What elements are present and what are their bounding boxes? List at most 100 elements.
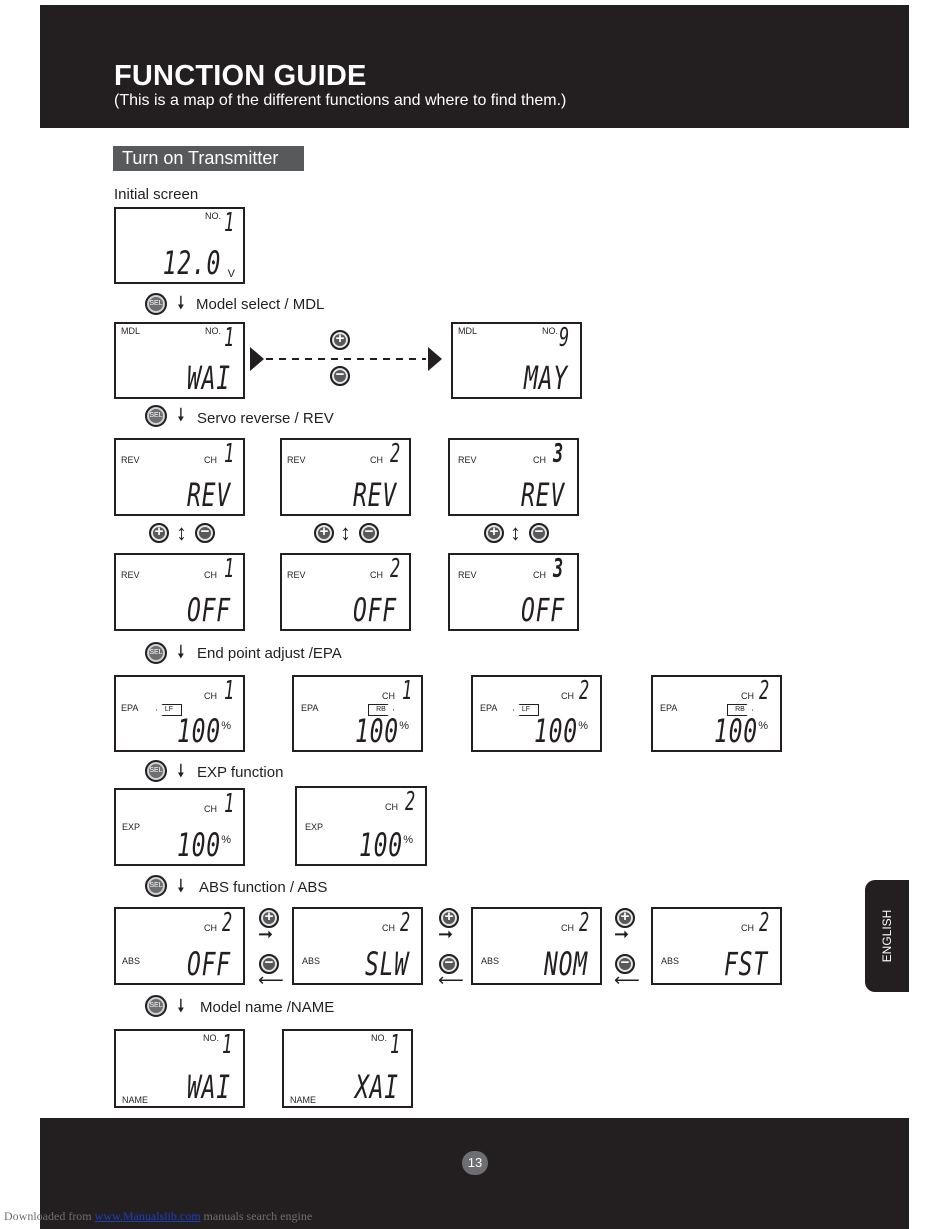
lcd-mdl-9: MDL NO. 9 MAY xyxy=(451,322,582,399)
model-name: XAI xyxy=(355,1068,399,1106)
ch-label: CH xyxy=(561,923,574,933)
rev-label: REV xyxy=(121,570,140,580)
exp-label: EXP xyxy=(305,822,324,832)
rev-value: OFF xyxy=(521,591,565,629)
lcd-abs-fst: ABS CH 2 FST xyxy=(651,907,782,985)
mdl-label: MDL xyxy=(121,326,141,336)
lcd-rev-ch1: REV CH 1 REV xyxy=(114,438,245,516)
initial-screen-label: Initial screen xyxy=(114,186,199,203)
header-bar xyxy=(40,5,909,128)
model-number: 1 xyxy=(224,323,235,353)
ch-label: CH xyxy=(385,802,398,812)
plus-button-icon: + xyxy=(259,908,279,928)
channel-number: 2 xyxy=(759,676,770,706)
plus-button-icon: + xyxy=(615,908,635,928)
right-arrow-icon: ➞ xyxy=(614,924,630,944)
exp-value: 100 xyxy=(177,826,221,864)
no-label: NO. xyxy=(542,326,559,336)
abs-value: FST xyxy=(724,945,768,983)
voltage-value: 12.0 xyxy=(162,244,221,282)
channel-number: 1 xyxy=(402,676,413,706)
ch-label: CH xyxy=(741,691,754,701)
plus-button-icon: + xyxy=(484,523,504,543)
percent-unit: % xyxy=(399,720,409,732)
download-link[interactable]: www.Manualslib.com xyxy=(94,1209,201,1223)
plus-button-icon: + xyxy=(439,908,459,928)
lcd-name-2: NAME NO. 1 XAI xyxy=(282,1029,413,1108)
rev-value: OFF xyxy=(187,591,231,629)
rev-value: REV xyxy=(521,476,565,514)
channel-number: 2 xyxy=(390,439,401,469)
rev-label: REV xyxy=(287,570,306,580)
up-down-arrow-icon: ↕ xyxy=(340,520,351,545)
up-down-arrow-icon: ↕ xyxy=(176,520,187,545)
down-arrow-icon: 🠗 xyxy=(177,876,185,896)
right-arrow-icon: ➞ xyxy=(438,924,454,944)
ch-label: CH xyxy=(204,570,217,580)
up-down-arrow-icon: ↕ xyxy=(510,520,521,545)
model-name: WAI xyxy=(187,1068,231,1106)
left-arrow-icon: ⟵ xyxy=(438,970,464,990)
model-number: 1 xyxy=(222,1030,233,1060)
epa-value: 100 xyxy=(177,712,221,750)
ch-label: CH xyxy=(204,691,217,701)
rev-value: REV xyxy=(353,476,397,514)
sel-button-icon: SEL xyxy=(145,875,167,897)
ch-label: CH xyxy=(204,923,217,933)
channel-number: 3 xyxy=(553,554,564,584)
channel-number: 2 xyxy=(759,908,770,938)
exp-value: 100 xyxy=(359,826,403,864)
abs-value: OFF xyxy=(187,945,231,983)
no-label: NO. xyxy=(205,211,222,221)
step-model-select: Model select / MDL xyxy=(196,296,325,313)
step-end-point-adjust: End point adjust /EPA xyxy=(197,645,342,662)
lcd-mdl-1: MDL NO. 1 WAI xyxy=(114,322,245,399)
epa-value: 100 xyxy=(355,712,399,750)
left-arrow-icon: ⟵ xyxy=(258,970,284,990)
download-prefix: Downloaded from xyxy=(4,1209,92,1223)
page-title: FUNCTION GUIDE xyxy=(114,60,367,92)
abs-value: SLW xyxy=(365,945,409,983)
epa-label: EPA xyxy=(480,703,498,713)
model-number: 1 xyxy=(390,1030,401,1060)
minus-button-icon: − xyxy=(439,954,459,974)
lcd-epa-3: EPA LF CH 2 100 % xyxy=(471,675,602,752)
ch-label: CH xyxy=(561,691,574,701)
mdl-label: MDL xyxy=(458,326,478,336)
channel-number: 1 xyxy=(224,439,235,469)
lcd-exp-1: EXP CH 1 100 % xyxy=(114,788,245,866)
channel-number: 2 xyxy=(579,676,590,706)
section-heading: Turn on Transmitter xyxy=(113,146,304,171)
sel-button-icon: SEL xyxy=(145,642,167,664)
lcd-epa-2: EPA RB CH 1 100 % xyxy=(292,675,423,752)
epa-label: EPA xyxy=(301,703,319,713)
epa-value: 100 xyxy=(714,712,758,750)
model-number: 1 xyxy=(224,208,235,238)
lcd-off-ch1: REV CH 1 OFF xyxy=(114,553,245,631)
lcd-epa-1: EPA LF CH 1 100 % xyxy=(114,675,245,752)
ch-label: CH xyxy=(533,570,546,580)
lf-tag: LF xyxy=(513,704,539,716)
name-label: NAME xyxy=(122,1095,149,1105)
ch-label: CH xyxy=(204,804,217,814)
lcd-epa-4: EPA RB CH 2 100 % xyxy=(651,675,782,752)
minus-button-icon: − xyxy=(529,523,549,543)
voltage-unit: V xyxy=(227,268,235,280)
percent-unit: % xyxy=(221,720,231,732)
page-number: 13 xyxy=(462,1151,488,1175)
rb-tag: RB xyxy=(727,704,753,716)
percent-unit: % xyxy=(758,720,768,732)
abs-label: ABS xyxy=(661,956,680,966)
epa-label: EPA xyxy=(121,703,139,713)
epa-value: 100 xyxy=(534,712,578,750)
down-arrow-icon: 🠗 xyxy=(177,642,185,662)
down-arrow-icon: 🠗 xyxy=(177,761,185,781)
language-tab-label: ENGLISH xyxy=(880,909,894,963)
no-label: NO. xyxy=(205,326,222,336)
sel-button-icon: SEL xyxy=(145,293,167,315)
model-number: 9 xyxy=(559,323,570,353)
lcd-off-ch2: REV CH 2 OFF xyxy=(280,553,411,631)
lcd-abs-nom: ABS CH 2 NOM xyxy=(471,907,602,985)
language-tab xyxy=(865,880,909,992)
lcd-rev-ch2: REV CH 2 REV xyxy=(280,438,411,516)
